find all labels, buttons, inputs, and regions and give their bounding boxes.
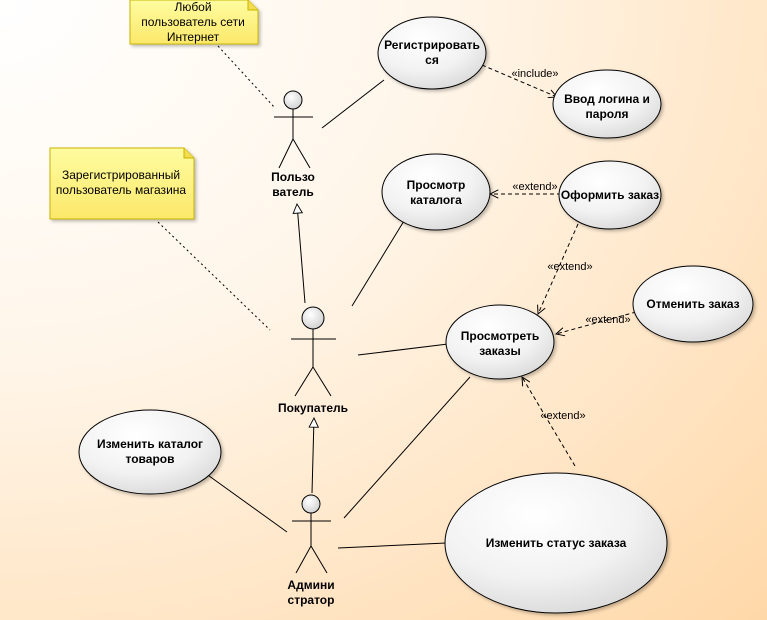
use-case-edit-catalog-line2: товаров bbox=[126, 452, 175, 466]
assoc-buyer-view-orders bbox=[357, 343, 449, 356]
use-case-change-status[interactable]: Изменить статус заказа bbox=[444, 472, 668, 614]
actor-admin-line2: стратор bbox=[288, 593, 335, 607]
use-case-register-line1: Регистрировать bbox=[384, 38, 480, 52]
note-internet-user-line1: Любой bbox=[174, 0, 211, 14]
assoc-buyer-browse bbox=[351, 215, 408, 307]
actor-user-line2: ватель bbox=[272, 185, 313, 199]
use-case-edit-catalog[interactable]: Изменить каталог товаров bbox=[78, 409, 222, 495]
actor-user-line1: Пользо bbox=[271, 170, 315, 184]
use-case-place-order[interactable]: Оформить заказ bbox=[558, 160, 662, 230]
note-registered-user-line2: пользователь магазина bbox=[56, 183, 186, 197]
use-case-edit-catalog-line1: Изменить каталог bbox=[97, 437, 203, 451]
use-case-browse-catalog[interactable]: Просмотр каталога bbox=[381, 153, 491, 231]
extend-label-view: «extend» bbox=[547, 261, 592, 273]
extend-status-view bbox=[522, 377, 576, 467]
actor-admin-line1: Админи bbox=[287, 578, 334, 592]
use-case-browse-catalog-line2: каталога bbox=[410, 193, 462, 207]
include-label: «include» bbox=[511, 68, 558, 80]
use-case-change-status-line1: Изменить статус заказа bbox=[486, 536, 627, 550]
extend-label-browse: «extend» bbox=[512, 181, 557, 193]
note-anchor-internet-user bbox=[217, 45, 276, 109]
use-case-register-line2: ся bbox=[425, 53, 439, 67]
use-case-cancel-order[interactable]: Отменить заказ bbox=[632, 265, 754, 343]
note-anchor-registered-user bbox=[157, 221, 271, 331]
note-registered-user-line1: Зарегистрированный bbox=[62, 168, 180, 182]
generalization-buyer-user bbox=[297, 204, 306, 304]
use-case-login[interactable]: Ввод логина и пароля bbox=[552, 69, 662, 139]
actor-user-head bbox=[283, 90, 303, 110]
assoc-admin-change-status bbox=[337, 542, 447, 549]
use-case-place-order-line1: Оформить заказ bbox=[561, 188, 659, 202]
actor-user[interactable]: Пользо ватель bbox=[271, 90, 315, 199]
note-internet-user-line3: Интернет bbox=[167, 30, 220, 44]
note-internet-user-line2: пользователь сети bbox=[141, 15, 245, 29]
generalization-admin-buyer bbox=[312, 418, 314, 494]
use-case-view-orders[interactable]: Просмотреть заказы bbox=[445, 304, 555, 380]
actor-admin-head bbox=[301, 494, 321, 514]
actor-buyer-line1: Покупатель bbox=[278, 401, 348, 415]
actor-admin[interactable]: Админи стратор bbox=[287, 494, 335, 607]
actor-buyer[interactable]: Покупатель bbox=[278, 306, 348, 415]
use-case-login-line1: Ввод логина и bbox=[564, 92, 650, 106]
note-registered-user[interactable] bbox=[49, 147, 195, 220]
use-case-login-line2: пароля bbox=[586, 107, 629, 121]
connectors bbox=[157, 45, 637, 549]
assoc-admin-view-orders bbox=[343, 376, 471, 519]
use-case-view-orders-line1: Просмотреть bbox=[461, 329, 540, 343]
stereotype-labels: «include» «extend» «extend» «extend» «ex… bbox=[511, 68, 630, 422]
note-internet-user[interactable] bbox=[129, 0, 259, 45]
assoc-user-register bbox=[321, 79, 385, 129]
actor-buyer-head bbox=[301, 306, 325, 330]
use-case-browse-catalog-line1: Просмотр bbox=[407, 178, 466, 192]
extend-label-status: «extend» bbox=[540, 410, 585, 422]
assoc-admin-edit-catalog bbox=[204, 472, 288, 533]
use-case-cancel-order-line1: Отменить заказ bbox=[646, 297, 739, 311]
use-case-view-orders-line2: заказы bbox=[479, 344, 521, 358]
extend-label-cancel: «extend» bbox=[585, 314, 630, 326]
use-case-register[interactable]: Регистрировать ся bbox=[377, 16, 487, 90]
extend-order-view bbox=[538, 223, 579, 314]
